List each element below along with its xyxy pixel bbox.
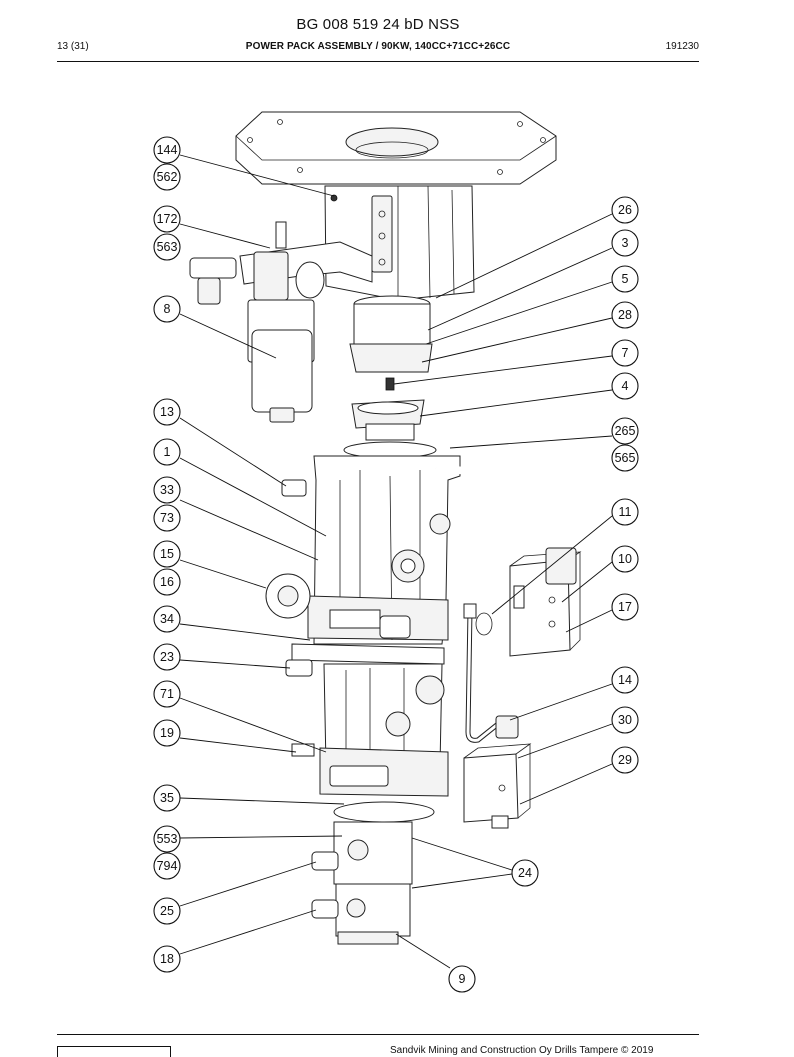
callout-23: 23: [153, 643, 181, 671]
callout-794: 794: [153, 852, 181, 880]
callout-18: 18: [153, 945, 181, 973]
svg-text:26: 26: [618, 203, 632, 217]
header-rule: [57, 61, 699, 62]
svg-text:34: 34: [160, 612, 174, 626]
header-row: 13 (31) POWER PACK ASSEMBLY / 90KW, 140C…: [57, 41, 699, 55]
valve-block-lower: [463, 715, 532, 829]
svg-text:35: 35: [160, 791, 174, 805]
callout-144: 144: [153, 136, 181, 164]
svg-text:73: 73: [160, 511, 174, 525]
callout-5: 5: [611, 265, 639, 293]
callout-7: 7: [611, 339, 639, 367]
callout-265: 265: [611, 417, 639, 445]
fittings-left: [265, 479, 313, 677]
return-filter: [189, 221, 373, 423]
svg-text:563: 563: [157, 240, 178, 254]
callout-35: 35: [153, 784, 181, 812]
callout-10: 10: [611, 545, 639, 573]
page-number: 13 (31): [57, 41, 89, 52]
callout-15: 15: [153, 540, 181, 568]
section-title: POWER PACK ASSEMBLY / 90KW, 140CC+71CC+2…: [245, 41, 511, 52]
bell-housing: [324, 185, 475, 301]
svg-text:565: 565: [615, 451, 636, 465]
svg-text:10: 10: [618, 552, 632, 566]
svg-text:71: 71: [160, 687, 174, 701]
svg-text:11: 11: [619, 505, 632, 519]
callout-71: 71: [153, 680, 181, 708]
footer-rule: [57, 1034, 699, 1035]
footer-copyright: Sandvik Mining and Construction Oy Drill…: [390, 1045, 654, 1056]
company-logo: [57, 1046, 171, 1057]
callout-14: 14: [611, 666, 639, 694]
callout-17: 17: [611, 593, 639, 621]
svg-text:8: 8: [164, 302, 171, 316]
svg-text:14: 14: [618, 673, 632, 687]
callout-11: 11: [611, 498, 639, 526]
callout-33: 33: [153, 476, 181, 504]
middle-pump: [291, 663, 449, 823]
main-pump: [291, 455, 461, 665]
callout-28: 28: [611, 301, 639, 329]
callout-25: 25: [153, 897, 181, 925]
svg-text:29: 29: [618, 753, 632, 767]
svg-text:265: 265: [615, 424, 636, 438]
svg-text:30: 30: [618, 713, 632, 727]
svg-text:17: 17: [618, 600, 632, 614]
callout-73: 73: [153, 504, 181, 532]
date-code: 191230: [665, 41, 699, 52]
callout-565: 565: [611, 444, 639, 472]
callout-19: 19: [153, 719, 181, 747]
svg-text:4: 4: [622, 379, 629, 393]
callout-172: 172: [153, 205, 181, 233]
callout-3: 3: [611, 229, 639, 257]
callout-29: 29: [611, 746, 639, 774]
svg-text:9: 9: [459, 972, 466, 986]
steel-pipe: [463, 603, 500, 743]
svg-text:15: 15: [160, 547, 174, 561]
document-title: BG 008 519 24 bD NSS: [296, 16, 460, 33]
leader-lines: [179, 154, 613, 969]
callout-562: 562: [153, 163, 181, 191]
valve-block-upper: [475, 547, 582, 657]
svg-text:23: 23: [160, 650, 174, 664]
svg-text:553: 553: [157, 832, 178, 846]
svg-text:33: 33: [160, 483, 174, 497]
callout-26: 26: [611, 196, 639, 224]
callout-9: 9: [448, 965, 476, 993]
svg-text:18: 18: [160, 952, 174, 966]
callout-13: 13: [153, 398, 181, 426]
svg-text:25: 25: [160, 904, 174, 918]
svg-text:3: 3: [622, 236, 629, 250]
svg-text:24: 24: [518, 866, 532, 880]
callout-34: 34: [153, 605, 181, 633]
callout-4: 4: [611, 372, 639, 400]
svg-text:144: 144: [157, 143, 178, 157]
callout-30: 30: [611, 706, 639, 734]
svg-text:794: 794: [157, 859, 178, 873]
callout-16: 16: [153, 568, 181, 596]
gear-pumps: [311, 821, 413, 945]
svg-text:7: 7: [622, 346, 629, 360]
mounting-flange: [235, 111, 557, 185]
svg-text:19: 19: [160, 726, 174, 740]
callout-24: 24: [511, 859, 539, 887]
svg-text:13: 13: [160, 405, 174, 419]
callout-1: 1: [153, 438, 181, 466]
svg-text:16: 16: [160, 575, 174, 589]
callout-8: 8: [153, 295, 181, 323]
callout-563: 563: [153, 233, 181, 261]
svg-text:5: 5: [622, 272, 629, 286]
drive-coupling: [343, 295, 437, 459]
pressure-hose: [435, 464, 568, 557]
callout-553: 553: [153, 825, 181, 853]
svg-text:1: 1: [164, 445, 171, 459]
svg-text:28: 28: [618, 308, 632, 322]
svg-text:172: 172: [157, 212, 178, 226]
svg-text:562: 562: [157, 170, 178, 184]
